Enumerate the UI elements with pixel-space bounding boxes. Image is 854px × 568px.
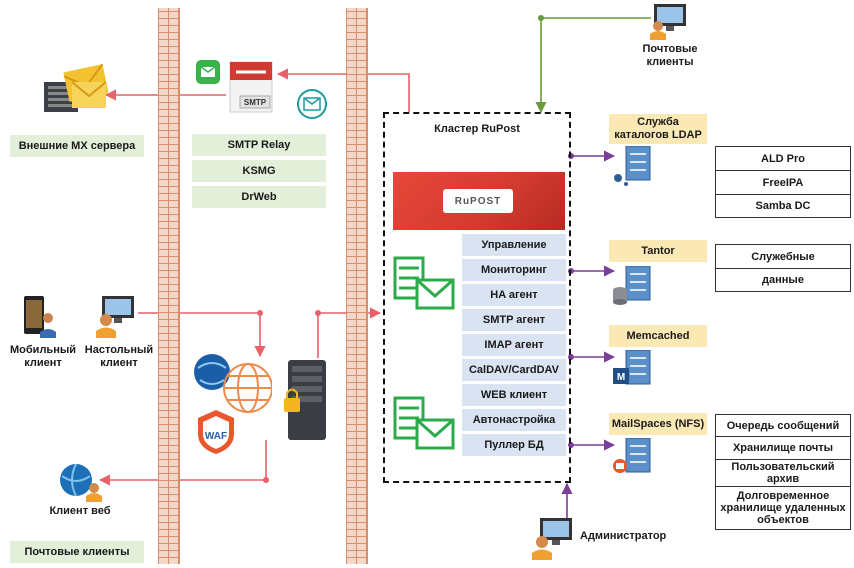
desktop-client-label: Настольный клиент [84,344,154,369]
ldap-server-icon [614,146,651,186]
ldap-option-aldpro: ALD Pro [716,147,850,171]
nfs-item-longterm: Долговременное хранилище удаленных объек… [720,490,846,526]
rupost-cluster-frame [383,112,571,483]
tantor-table: Служебные данные [715,244,851,292]
web-client-label: Клиент веб [49,505,111,517]
smtp-icon-text: SMTP [244,98,267,107]
memcached-label: Memcached [609,325,707,347]
smtp-relay-icon: SMTP [196,60,327,119]
relay-item-drweb: DrWeb [192,186,326,208]
service-smtp-agent: SMTP агент [462,309,566,331]
ldap-label: Служба каталогов LDAP [609,114,707,144]
top-mail-clients-label: Почтовые клиенты [642,43,698,68]
mail-clients-label: Почтовые клиенты [10,541,144,563]
waf-shield-icon: WAF [198,410,234,454]
relay-item-smtp: SMTP Relay [192,134,326,156]
mailspaces-icon [613,438,651,473]
service-ha-agent: HA агент [462,284,566,306]
service-management: Управление [462,234,566,256]
administrator-icon [532,518,572,560]
relay-item-ksmg: KSMG [192,160,326,182]
nfs-item-queue: Очередь сообщений [716,415,850,437]
server-mail-icon-top [393,256,455,310]
tantor-db-icon [613,266,651,305]
mailspaces-label: MailSpaces (NFS) [609,413,707,435]
firewall-wall-left [158,8,180,564]
firewall-wall-right [346,8,368,564]
service-imap-agent: IMAP агент [462,334,566,356]
mail-client-workstation-icon [650,4,686,40]
globe-network-icon [194,354,272,413]
administrator-label: Администратор [580,530,667,542]
tantor-label: Tantor [609,240,707,262]
mailspaces-table: Очередь сообщений Хранилище почты Пользо… [715,414,851,530]
mx-servers-label: Внешние MX сервера [10,135,144,157]
desktop-client-icon [96,296,134,338]
ldap-option-sambadc: Samba DC [755,200,811,212]
secure-server-icon [284,360,326,440]
web-client-icon [60,463,102,502]
service-db-puller: Пуллер БД [462,434,566,456]
service-web-client: WEB клиент [462,384,566,406]
mobile-client-icon [24,296,56,338]
rupost-logo: RuPOST [443,189,513,213]
cluster-title: Кластер RuPost [434,123,520,135]
nfs-item-mailstore: Хранилище почты [716,437,850,460]
ldap-options-table: ALD Pro FreeIPA Samba DC [715,146,851,218]
mx-server-icon [44,63,108,112]
tantor-item-service: Служебные [716,245,850,269]
memcached-icon: M [613,350,651,385]
server-mail-icon-bottom [393,396,455,450]
nfs-item-archive: Пользовательский архив [716,460,850,487]
waf-text: WAF [205,431,227,442]
service-monitoring: Мониторинг [462,259,566,281]
rupost-banner: RuPOST [393,172,565,230]
ldap-option-freeipa: FreeIPA [716,171,850,195]
tantor-item-data: данные [762,274,804,286]
service-autoconfig: Автонастройка [462,409,566,431]
mobile-client-label: Мобильный клиент [10,344,76,369]
memcached-glyph: M [617,372,625,383]
service-caldav-carddav: CalDAV/CardDAV [462,359,566,381]
